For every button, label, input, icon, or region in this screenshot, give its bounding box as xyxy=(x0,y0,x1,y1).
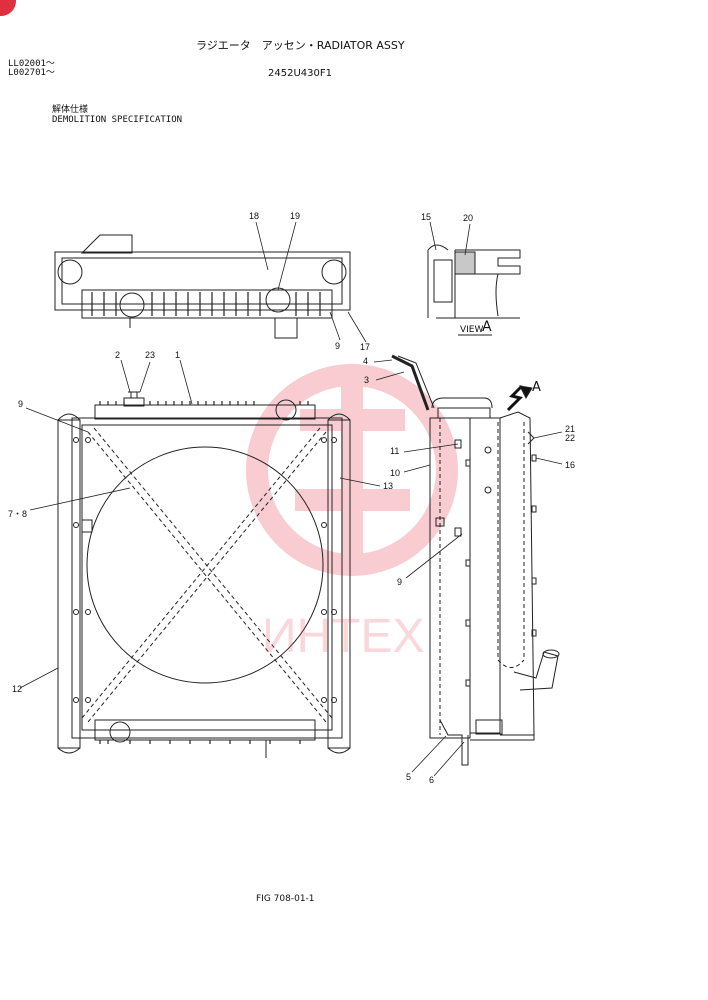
callout-13: 13 xyxy=(383,481,394,491)
view-label: VIEW xyxy=(460,325,484,335)
callout-7-8: 7・8 xyxy=(8,509,28,519)
spec-en: DEMOLITION SPECIFICATION xyxy=(52,115,183,125)
serial-range-2: L002701～ xyxy=(8,68,55,78)
callout-11: 11 xyxy=(390,446,400,456)
callout-12: 12 xyxy=(12,684,23,694)
serial-range-1: LL02001～ xyxy=(8,59,55,69)
page-title: ラジエータ アッセン・RADIATOR ASSY xyxy=(196,39,405,52)
leader-lines xyxy=(19,221,563,777)
spec-jp: 解体仕様 xyxy=(52,105,89,115)
callout-20: 20 xyxy=(463,213,474,223)
callout-5: 5 xyxy=(406,772,412,782)
view-a-detail xyxy=(427,244,521,336)
callout-19: 19 xyxy=(290,211,301,221)
callout-6: 6 xyxy=(429,775,435,785)
front-view xyxy=(57,391,351,758)
watermark-logo xyxy=(246,364,458,576)
callout-1: 1 xyxy=(175,350,181,360)
callout-15: 15 xyxy=(421,212,432,222)
callout-23: 23 xyxy=(145,350,156,360)
callout-21: 21 xyxy=(565,424,576,434)
callout-10: 10 xyxy=(390,468,401,478)
side-view xyxy=(391,354,560,766)
callout-9-top: 9 xyxy=(335,341,341,351)
callout-2: 2 xyxy=(115,350,121,360)
callout-9-side: 9 xyxy=(397,577,403,587)
callout-22: 22 xyxy=(565,433,576,443)
view-letter: A xyxy=(482,319,492,335)
top-view xyxy=(54,234,351,339)
watermark-text: ИНТЕХ xyxy=(262,610,425,663)
callout-4: 4 xyxy=(363,356,369,366)
callout-3: 3 xyxy=(364,375,370,385)
part-number: 2452U430F1 xyxy=(268,68,332,79)
callout-18: 18 xyxy=(249,211,260,221)
callout-17: 17 xyxy=(360,342,371,352)
callout-9-left: 9 xyxy=(18,399,24,409)
figure-number: FIG 708-01-1 xyxy=(256,894,315,904)
view-arrow-letter: A xyxy=(532,380,541,395)
callout-16: 16 xyxy=(565,460,576,470)
